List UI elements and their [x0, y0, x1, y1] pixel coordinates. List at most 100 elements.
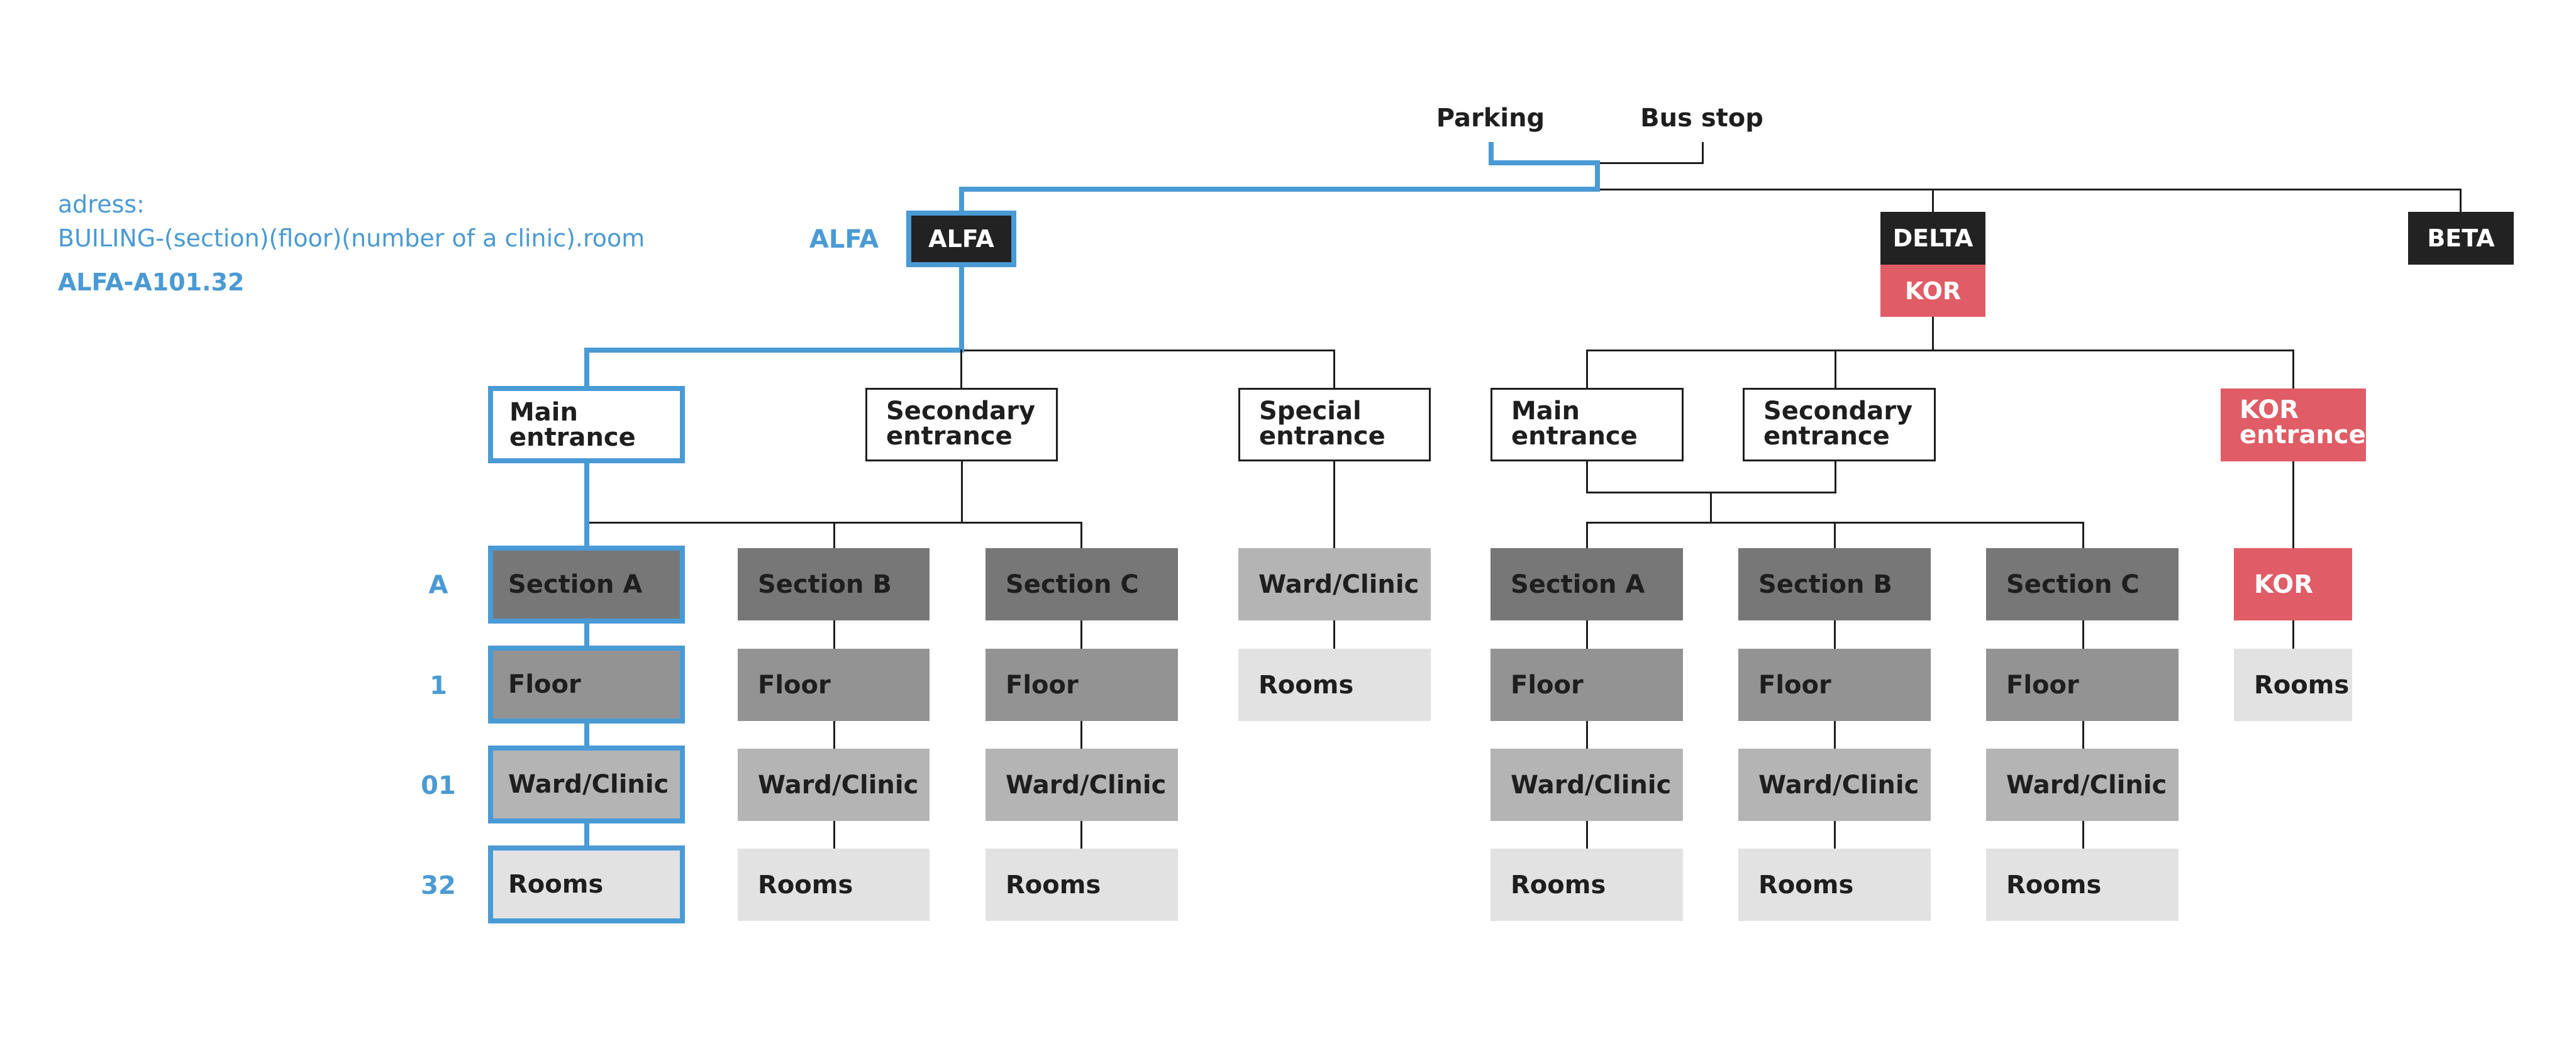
entrance-label-line2: entrance [1511, 422, 1638, 451]
alfa-down-connector [959, 267, 964, 353]
alfa-section-c-ward[interactable]: Ward/Clinic [985, 749, 1178, 821]
alfa-section-b[interactable]: Section B [738, 548, 930, 620]
kor-entrance-down-connector [2292, 461, 2294, 548]
alfa-special-connector [1333, 350, 1335, 388]
alfa-section-a[interactable]: Section A [488, 546, 685, 624]
alfa-section-b-ward[interactable]: Ward/Clinic [738, 749, 930, 821]
address-format: BUILING-(section)(floor)(number of a cli… [58, 224, 645, 252]
beta-connector [2460, 189, 2462, 212]
entrance-label-line2: entrance [2240, 421, 2366, 449]
alfa-connector [959, 187, 964, 212]
alfa-section-c[interactable]: Section C [985, 548, 1178, 620]
delta-section-a-floor[interactable]: Floor [1491, 649, 1683, 721]
delta-section-a-ward[interactable]: Ward/Clinic [1491, 749, 1683, 821]
bus-stop-label: Bus stop [1640, 104, 1763, 133]
entrance-label-line2: entrance [886, 422, 1013, 451]
entrance-label-line1: KOR [2240, 395, 2299, 424]
entrance-label-line1: Secondary [886, 397, 1036, 426]
delta-section-b-ward[interactable]: Ward/Clinic [1738, 749, 1931, 821]
column-connector [1333, 620, 1335, 649]
delta-section-c-ward[interactable]: Ward/Clinic [1986, 749, 2179, 821]
column-connector [833, 620, 835, 849]
delta-kor-entrance[interactable]: KOR entrance [2221, 388, 2366, 461]
main-entrance-down-connector [584, 463, 589, 548]
alfa-section-b-floor[interactable]: Floor [738, 649, 930, 721]
delta-kor-unit[interactable]: KOR [2234, 548, 2352, 620]
entrance-label-line2: entrance [1259, 422, 1385, 451]
column-connector-highlight [584, 722, 589, 747]
column-connector-highlight [584, 822, 589, 847]
level-label-room: 32 [421, 871, 456, 900]
level-label-clinic: 01 [421, 771, 456, 800]
delta-kor-connector [2292, 350, 2294, 388]
alfa-secondary-connector [960, 350, 962, 388]
delta-down-connector [1932, 317, 1934, 351]
entrance-label-line2: entrance [509, 423, 636, 452]
bus-stop-connector [1702, 142, 1704, 164]
parking-label: Parking [1436, 104, 1545, 133]
bus-stop-connector [1600, 162, 1704, 164]
delta-section-c-connector [2082, 522, 2084, 548]
delta-connector [1932, 189, 1934, 212]
level-label-section: A [428, 571, 448, 600]
building-alfa[interactable]: ALFA [906, 211, 1016, 267]
alfa-special-entrance[interactable]: Special entrance [1238, 388, 1431, 461]
parking-connector [1489, 160, 1600, 165]
delta-section-a-connector [1586, 522, 1588, 548]
entrance-label-line2: entrance [1763, 422, 1890, 451]
column-connector [1834, 620, 1836, 849]
delta-section-b-rooms[interactable]: Rooms [1738, 849, 1931, 921]
column-connector [2292, 620, 2294, 649]
alfa-main-entrance-connector [584, 348, 589, 387]
alfa-section-a-rooms[interactable]: Rooms [488, 845, 685, 923]
secondary-entrance-down-connector [961, 461, 963, 522]
delta-entrance-connector [1586, 350, 2294, 351]
alfa-special-rooms[interactable]: Rooms [1238, 649, 1431, 721]
alfa-section-c-rooms[interactable]: Rooms [985, 849, 1178, 921]
column-connector [2082, 620, 2084, 849]
delta-main-down-connector [1586, 461, 1588, 493]
building-delta[interactable]: DELTA [1880, 212, 1985, 265]
alfa-section-c-floor[interactable]: Floor [985, 649, 1178, 721]
entrance-label-line1: Main [509, 398, 578, 427]
delta-main-entrance[interactable]: Main entrance [1491, 388, 1684, 461]
alfa-section-b-rooms[interactable]: Rooms [738, 849, 930, 921]
alfa-special-ward[interactable]: Ward/Clinic [1238, 548, 1431, 620]
entrance-label-line1: Main [1511, 397, 1580, 426]
campus-connector [1600, 189, 2462, 190]
alfa-main-entrance[interactable]: Main entrance [488, 386, 685, 463]
delta-secondary-down-connector [1835, 461, 1836, 493]
section-b-connector [833, 522, 835, 548]
address-example: ALFA-A101.32 [58, 268, 245, 296]
delta-merge-down-connector [1710, 492, 1712, 523]
delta-kor-rooms[interactable]: Rooms [2234, 649, 2352, 721]
address-label: adress: [58, 190, 145, 218]
sections-connector [589, 522, 1082, 524]
column-connector [1586, 620, 1588, 849]
building-beta[interactable]: BETA [2408, 212, 2514, 265]
delta-main-connector [1586, 350, 1588, 388]
delta-section-b[interactable]: Section B [1738, 548, 1931, 620]
delta-section-c-floor[interactable]: Floor [1986, 649, 2179, 721]
delta-section-b-connector [1834, 522, 1836, 548]
campus-connector-highlight [959, 187, 1600, 192]
delta-section-c-rooms[interactable]: Rooms [1986, 849, 2179, 921]
alfa-entrance-connector [964, 350, 1335, 351]
parking-connector [1595, 160, 1600, 192]
alfa-entrance-connector-highlight [584, 348, 964, 353]
column-connector-highlight [584, 622, 589, 647]
delta-section-c[interactable]: Section C [1986, 548, 2179, 620]
delta-secondary-connector [1835, 350, 1836, 388]
delta-section-b-floor[interactable]: Floor [1738, 649, 1931, 721]
delta-section-a[interactable]: Section A [1491, 548, 1683, 620]
parking-connector [1489, 142, 1494, 165]
delta-section-a-rooms[interactable]: Rooms [1491, 849, 1683, 921]
level-label-floor: 1 [430, 671, 447, 700]
delta-secondary-entrance[interactable]: Secondary entrance [1743, 388, 1936, 461]
building-level-label: ALFA [809, 225, 879, 254]
alfa-section-a-ward[interactable]: Ward/Clinic [488, 746, 685, 823]
alfa-secondary-entrance[interactable]: Secondary entrance [865, 388, 1058, 461]
building-delta-kor[interactable]: KOR [1880, 265, 1985, 317]
alfa-section-a-floor[interactable]: Floor [488, 646, 685, 724]
section-c-connector [1080, 522, 1082, 548]
